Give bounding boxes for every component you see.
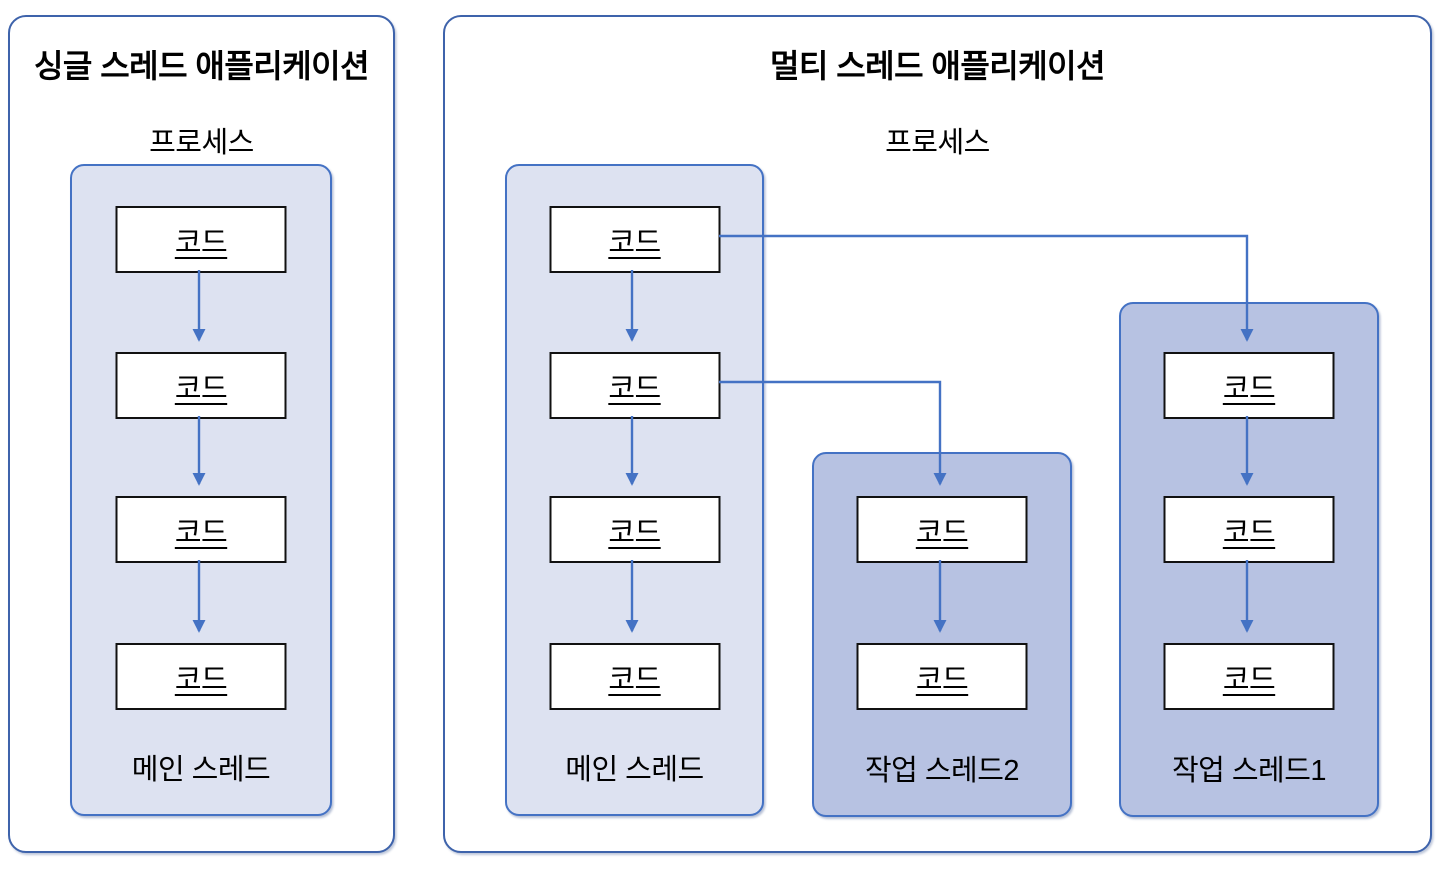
thread-label: 메인 스레드 — [131, 754, 271, 786]
code-box: 코드 — [856, 496, 1028, 563]
thread-label: 메인 스레드 — [565, 754, 704, 786]
worker-thread-1-container: 코드 코드 코드 작업 스레드1 — [1119, 302, 1379, 817]
code-box: 코드 — [549, 496, 720, 563]
worker-thread-2-container: 코드 코드 작업 스레드2 — [812, 452, 1072, 817]
code-box: 코드 — [115, 352, 287, 419]
code-box: 코드 — [1163, 496, 1335, 563]
code-box: 코드 — [115, 496, 287, 563]
code-box: 코드 — [115, 643, 287, 710]
code-box: 코드 — [549, 352, 720, 419]
multi-thread-panel: 멀티 스레드 애플리케이션 프로세스 코드 코드 코드 코드 메인 스레드 코드… — [443, 15, 1432, 853]
single-thread-panel: 싱글 스레드 애플리케이션 프로세스 코드 코드 코드 코드 메인 스레드 — [8, 15, 395, 853]
code-box: 코드 — [1163, 352, 1335, 419]
code-box: 코드 — [856, 643, 1028, 710]
code-box: 코드 — [1163, 643, 1335, 710]
main-thread-container: 코드 코드 코드 코드 메인 스레드 — [70, 164, 332, 816]
panel-title: 싱글 스레드 애플리케이션 — [33, 48, 370, 84]
main-thread-container: 코드 코드 코드 코드 메인 스레드 — [505, 164, 764, 816]
panel-subtitle: 프로세스 — [149, 127, 254, 159]
panel-subtitle: 프로세스 — [885, 127, 990, 159]
panel-title: 멀티 스레드 애플리케이션 — [769, 48, 1106, 84]
thread-label: 작업 스레드2 — [864, 755, 1020, 787]
code-box: 코드 — [115, 206, 287, 273]
code-box: 코드 — [549, 206, 720, 273]
thread-label: 작업 스레드1 — [1171, 755, 1327, 787]
code-box: 코드 — [549, 643, 720, 710]
